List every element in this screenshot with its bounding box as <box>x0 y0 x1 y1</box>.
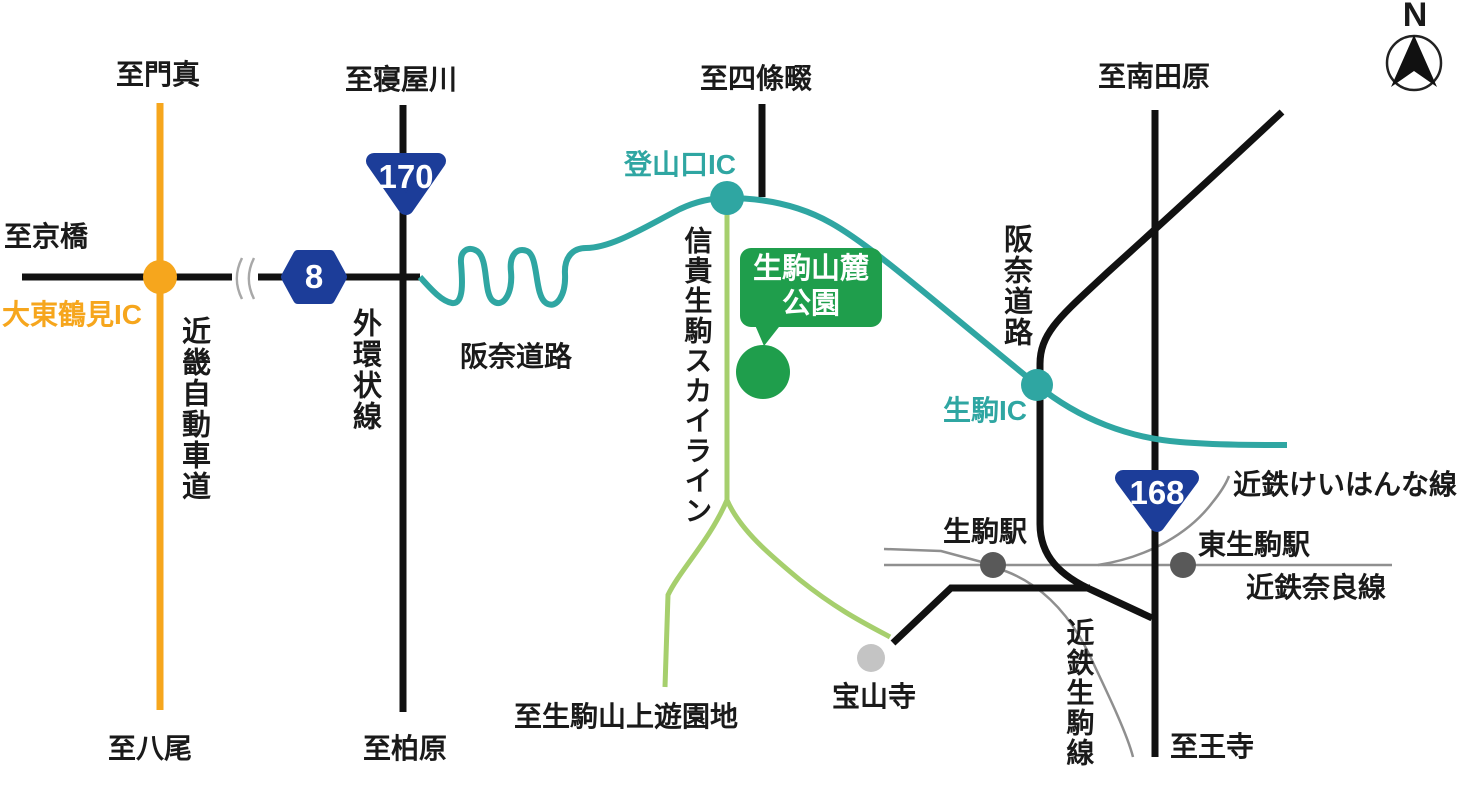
keihanna-line-label: 近鉄けいはんな線 <box>1233 469 1458 500</box>
dest-kashiwara-label: 至柏原 <box>363 733 448 764</box>
hozanji-dot <box>857 644 885 672</box>
ikoma-station-dot <box>980 552 1006 578</box>
daito-tsurumi-ic-dot <box>143 260 177 294</box>
hozanji-road-line <box>890 584 1090 646</box>
park-badge-label-line1: 生駒山麓 <box>752 253 869 285</box>
hanna-road-west-label: 阪奈道路 <box>460 341 573 372</box>
keihanna-line-rail-curve <box>1097 475 1231 567</box>
dest-kadoma-label: 至門真 <box>116 59 201 90</box>
skyline-label: 信貴生駒スカイライン <box>681 226 713 526</box>
hanna-road-east-line <box>1036 109 1285 622</box>
ikoma-line-rail <box>995 566 1135 758</box>
tozanguchi-ic-dot <box>710 181 744 215</box>
dest-ikoma-sanjo-label: 至生駒山上遊園地 <box>514 701 739 732</box>
skyline-branch-right-line <box>724 498 892 640</box>
daito-tsurumi-ic-label: 大東鶴見IC <box>2 299 143 330</box>
route-168-badge <box>1115 470 1199 532</box>
dest-yao-label: 至八尾 <box>108 733 193 764</box>
skyline-branch-left-line <box>662 499 730 688</box>
ikoma-ic-label: 生駒IC <box>943 395 1028 426</box>
route-8-badge <box>281 250 347 304</box>
compass-north-label: N <box>1402 0 1428 34</box>
route-170-badge <box>366 153 446 215</box>
hozanji-label: 宝山寺 <box>832 681 917 712</box>
park-dot <box>736 345 790 399</box>
park-badge-label-line2: 公園 <box>781 288 840 321</box>
hanna-road-east-label: 阪奈道路 <box>999 224 1032 348</box>
kinki-expressway-label: 近畿自動車道 <box>177 316 210 502</box>
higashi-ikoma-station-label: 東生駒駅 <box>1198 529 1311 560</box>
dest-minamitawara-label: 至南田原 <box>1098 61 1211 92</box>
route-8-number: 8 <box>304 258 324 295</box>
dest-neyagawa-label: 至寝屋川 <box>345 64 458 95</box>
compass-icon <box>1385 34 1443 92</box>
ikoma-line-label: 近鉄生駒線 <box>1063 618 1095 768</box>
ikoma-station-label: 生駒駅 <box>943 516 1028 547</box>
outer-loop-label: 外環状線 <box>348 308 381 432</box>
road-break-icon <box>232 257 258 300</box>
park-badge-label: 生駒山麓 公園 <box>740 252 882 323</box>
dest-kyobashi-label: 至京橋 <box>4 221 89 252</box>
nara-line-label: 近鉄奈良線 <box>1246 572 1387 603</box>
keihanna-line-rail-west <box>883 547 994 567</box>
route-168-number: 168 <box>1129 474 1185 511</box>
higashi-ikoma-station-dot <box>1170 552 1196 578</box>
dest-oji-label: 至王寺 <box>1170 731 1255 762</box>
park-badge <box>740 248 882 346</box>
tozanguchi-ic-label: 登山口IC <box>624 149 737 180</box>
dest-shijonawate-label: 至四條畷 <box>700 63 813 94</box>
route-170-number: 170 <box>378 158 434 195</box>
ikoma-ic-dot <box>1021 369 1053 401</box>
